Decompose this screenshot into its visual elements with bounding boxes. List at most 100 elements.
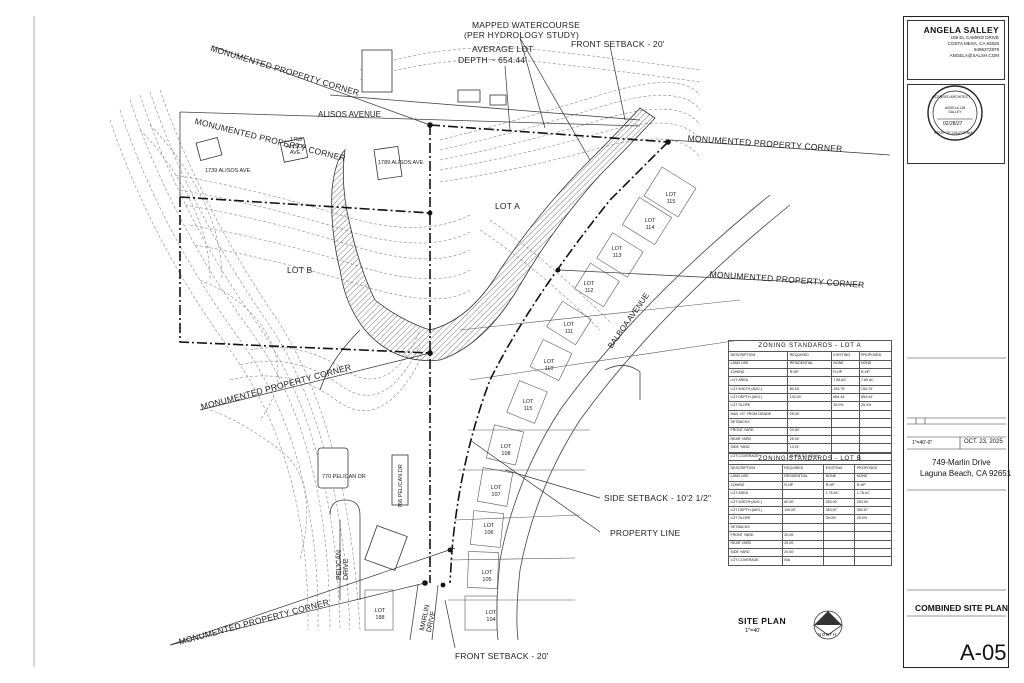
zoning-cell: LOT AREA [728,489,783,499]
zoning-cell [854,531,892,541]
zoning-cell: REAR YARD [728,539,783,549]
zoning-cell [858,434,893,445]
zoning-table-lot-a: ZONING STANDARDS - LOT A DESCRIPTION REQ… [727,339,893,462]
firm-phone: 9496372979 [973,47,999,53]
address-1739-alisos: 1739 ALISOS AVE. [205,168,252,174]
zoning-cell: 7.85 AC [858,376,893,386]
zoning-cell: 153.75' [830,384,860,395]
zoning-cell: 25.0% [858,401,893,411]
zoning-cell [854,547,892,558]
zoning-cell: R-HP [781,480,825,491]
zoning-cell [830,434,860,445]
lot-label: LOT 104 [485,610,497,623]
zoning-cell: 1.76 AC [854,489,892,499]
zoning-cell: 100.00' [781,506,825,516]
zoning-row: LOT WIDTH (AVG.)80.00'153.75'153.75' [727,384,893,395]
zoning-cell: LOT DEPTH (AVG.) [728,506,783,516]
front-setback-top-label: FRONT SETBACK - 20' [571,39,665,49]
zoning-cell [858,418,893,428]
zoning-cell: 153.75' [858,384,893,395]
zoning-cell: NONE [854,472,892,482]
zoning-cell: LOT COVERAGE [728,556,783,566]
zoning-cell: LOT SLOPE [728,514,783,524]
zoning-cell: SETBACKS [727,418,789,428]
col-header: EXISTING [830,351,860,361]
lot-label: LOT 114 [644,218,656,231]
zoning-cell: R-HP [823,480,856,491]
zoning-cell: 353.57' [854,506,892,516]
architect-seal [927,85,983,141]
average-lot-depth-label: DEPTH ~ 654.44' [458,55,528,65]
watercourse-band [331,107,656,361]
firm-address-2: COSTA MESA, CA 92626 [947,41,999,47]
zoning-cell: 1.76 AC [823,489,856,499]
zoning-cell: 20.00' [781,531,825,541]
address-1789-alisos: 1789 ALISOS AVE. [378,160,425,166]
property-line-label: PROPERTY LINE [610,528,681,538]
firm-info: ANGELA SALLEY 169 EL CAMINO DRIVE COSTA … [907,20,1005,80]
zoning-cell: R-HP [830,367,860,378]
front-setback-bottom-label: FRONT SETBACK - 20' [455,651,549,661]
sheet-number: A-05 [960,640,1007,665]
address-1759-alisos: 1759 ALISOS AVE. [286,137,306,157]
zoning-cell [823,547,856,558]
firm-email: ANGELA@SALSH.COM [949,53,999,59]
watercourse-label-line2: (PER HYDROLOGY STUDY) [464,30,580,40]
zoning-cell: 20.00' [781,547,825,558]
col-header: PROPOSED [858,351,893,361]
zoning-row: LOT DEPTH (AVG.)100.00'654.44'654.44' [727,393,893,403]
lot-label: LOT 115 [522,399,534,412]
zoning-row: LOT DEPTH (AVG.)100.00'353.57'353.57' [728,506,892,516]
zoning-cell: 25.0% [830,401,860,411]
zoning-cell: 654.44' [830,393,860,403]
zoning-cell: 25.0% [823,514,856,524]
zoning-cell: R-HP [854,480,892,491]
zoning-cell [830,426,860,436]
zoning-cell: 253.00' [854,497,892,508]
title-block [903,16,1009,668]
lot-label: LOT 106 [483,523,495,536]
zoning-cell [830,409,860,420]
zoning-row: SETBACKS [727,418,893,428]
zoning-cell: LAND USE [728,472,783,482]
zoning-cell [823,531,856,541]
zoning-cell [781,522,825,533]
zoning-cell [787,401,832,411]
leader-lines [169,37,891,649]
zoning-cell [854,539,892,549]
zoning-cell: SETBACKS [728,522,783,533]
zoning-cell: LOT DEPTH (AVG.) [727,393,789,403]
scale-value: 1"=40'-0" [912,440,933,446]
seal-name: ANGELA LIN SALLEY [944,106,966,114]
col-header: REQUIRED [781,464,825,474]
streets [179,94,791,641]
zoning-cell: 10.21' [787,443,832,453]
zoning-title: ZONING STANDARDS - LOT A [728,339,892,353]
zoning-cell: R-HP [787,367,832,378]
zoning-cell: NONE [858,359,893,369]
zoning-cell: R-HP [858,367,893,378]
seal-date: 02/28/27 [943,121,963,127]
zoning-cell: 253.00' [823,497,856,508]
zoning-cell [787,376,832,386]
zoning-cell: FRONT YARD [727,426,789,436]
zoning-cell: REAR YARD [727,434,789,445]
lot-label: LOT 107 [490,485,502,498]
col-header: DESCRIPTION [728,464,783,474]
zoning-cell: LOT AREA [727,376,789,386]
zoning-cell [823,522,856,533]
lot-label: LOT 188 [374,608,386,621]
project-address-line1: 749-Marlin Drive [932,458,991,467]
zoning-cell: 25.0% [854,514,892,524]
